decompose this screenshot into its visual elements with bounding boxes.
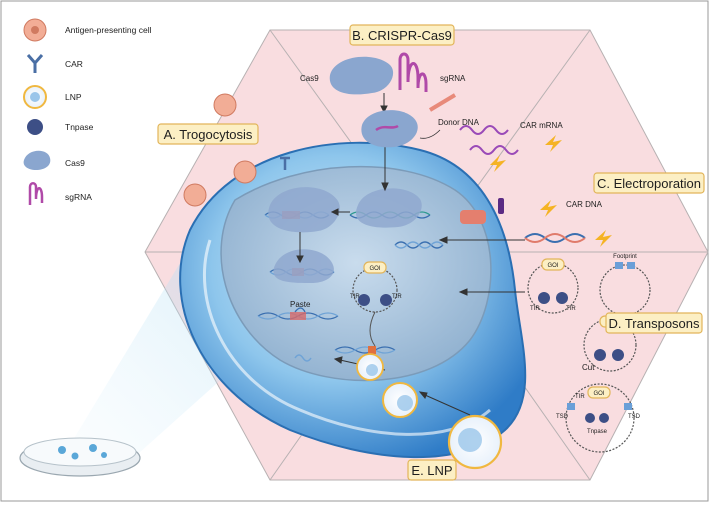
petri-dish-icon [19,437,141,477]
panel-lnp-title: E. LNP [411,463,452,478]
legend-apc-label: Antigen-presenting cell [65,25,152,35]
car-dna-icon: CAR DNA [524,200,603,243]
tsd-plasmid-icon: GOI TSD TSD TIR Tnpase [556,383,641,453]
tsd-label-right: TSD [628,414,641,420]
legend-sgrna-label: sgRNA [65,192,92,202]
lnp-icon [23,85,47,109]
cas9-top-icon: Cas9 [300,56,394,95]
paste-label: Paste [290,300,311,309]
car-dna-label: CAR DNA [566,200,603,209]
cas9-complex [268,187,422,283]
car-receptor-icon [26,54,44,73]
car-mrna-icon: CAR mRNA [459,121,563,155]
legend-cas9-label: Cas9 [65,158,85,168]
sgrna-icon [28,182,44,205]
footprint-label: Footprint [613,254,637,260]
trogocytosis-apcs [183,93,290,207]
flow-arrows [296,93,525,416]
sgrna-label-top: sgRNA [440,74,466,83]
cas9-label-top: Cas9 [300,74,319,83]
tnpase-icon [27,119,43,135]
goi-plasmid: GOI TIR TIR TS Paste [290,261,402,366]
electroporation-pore-icon [460,198,504,224]
transposon-plasmid-icon: GOI TIR TIR [527,258,579,314]
legend-lnp-label: LNP [65,92,82,102]
panel-transposons-title: D. Transposons [608,316,700,331]
donor-dna-label: Donor DNA [438,118,480,127]
donor-dna-icon: Donor DNA [419,93,480,139]
panel-lnp: E. LNP [407,459,457,481]
panel-trogocytosis: A. Trogocytosis [157,123,259,145]
cas9-sgrna-complex-icon [361,110,418,148]
tir-right-nucleus: TIR [392,294,402,300]
panel-transposons: D. Transposons [605,312,703,334]
cas9-icon [23,150,51,170]
tnpase-label-tsd: Tnpase [587,429,608,435]
tsd-label-left: TSD [556,414,569,420]
legend-car-label: CAR [65,59,83,69]
panel-trogocytosis-title: A. Trogocytosis [164,127,253,142]
panel-electroporation: C. Electroporation [593,172,705,194]
panel-crispr-title: B. CRISPR-Cas9 [352,28,452,43]
legend-tnpase-label: Tnpase [65,122,94,132]
goi-label-tsd: GOI [593,391,604,397]
goi-label-nucleus: GOI [369,266,380,272]
sgrna-top-icon: sgRNA [398,52,466,92]
lightning-icons [490,135,612,247]
cut-label: Cut [582,363,595,372]
apc-icon [23,18,47,42]
legend: Antigen-presenting cell CAR LNP Tnpase C… [23,18,152,205]
goi-label-plasmid: GOI [547,263,558,269]
panel-electroporation-title: C. Electroporation [597,176,701,191]
lnp-particles [294,353,503,470]
tir-right-plasmid: TIR [566,306,576,312]
tir-left-plasmid: TIR [530,306,540,312]
panel-crispr: B. CRISPR-Cas9 [349,24,455,46]
tir-left-nucleus: TIR [350,294,360,300]
car-mrna-label: CAR mRNA [520,121,563,130]
tir-label-tsd: TIR [575,394,585,400]
